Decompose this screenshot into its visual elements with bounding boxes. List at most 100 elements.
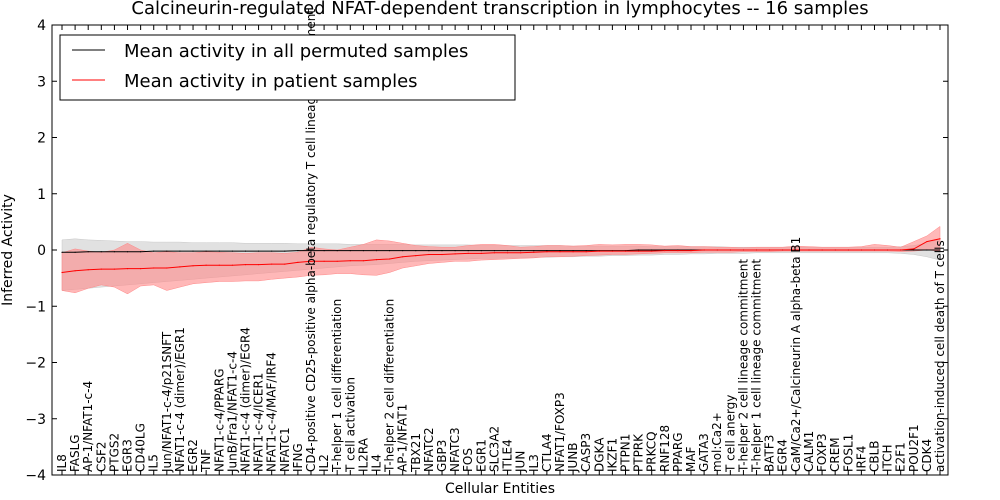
entity-label: PTPRK (632, 433, 646, 472)
entity-label: CD4-positive CD25-positive alpha-beta re… (304, 9, 318, 472)
data-point (939, 249, 941, 251)
data-point (297, 250, 299, 252)
entity-label: GATA3 (697, 433, 711, 472)
entity-label: FOSL1 (841, 434, 855, 472)
entity-label: FOXP3 (815, 433, 829, 472)
data-point (271, 263, 273, 265)
data-point (533, 250, 535, 252)
x-axis-label: Cellular Entities (445, 481, 555, 497)
data-point (244, 250, 247, 252)
y-tick-label: 1 (37, 187, 46, 203)
data-point (795, 249, 797, 251)
entity-label: DGKA (592, 437, 606, 472)
entity-label: EGR1 (474, 439, 488, 472)
entity-label: CBLB (868, 440, 882, 472)
entity-label: FOS (461, 448, 475, 472)
data-point (415, 250, 417, 252)
data-point (428, 253, 430, 256)
data-point (113, 268, 115, 270)
entity-label: NFAT1-c-4/ICER1 (252, 373, 266, 472)
data-point (572, 250, 574, 252)
entity-label: mol:Ca2+ (710, 412, 724, 472)
data-point (74, 270, 76, 272)
data-point (74, 251, 76, 253)
series-lines (61, 238, 941, 274)
data-point (323, 250, 325, 252)
y-tick-label: 4 (37, 18, 46, 34)
data-point (87, 269, 89, 271)
data-point (375, 250, 378, 252)
entity-label: POU2F1 (907, 424, 921, 472)
entity-label: JUN (514, 451, 528, 473)
entity-label: Jun/NFAT1-c-4/p21SNFT (160, 331, 174, 473)
entity-label: AP-1/NFAT1-c-4 (81, 381, 95, 472)
data-point (140, 251, 142, 253)
data-point (179, 266, 181, 268)
y-tick-label: −1 (25, 299, 46, 315)
data-point (218, 250, 220, 252)
data-point (926, 249, 928, 251)
data-point (284, 263, 286, 265)
data-point (389, 250, 391, 252)
data-point (297, 261, 299, 263)
data-point (585, 251, 587, 253)
data-point (323, 260, 325, 262)
legend: Mean activity in all permuted samplesMea… (59, 34, 516, 101)
data-point (638, 249, 640, 251)
entity-label: NFAT1-c-4/PPARG (212, 368, 226, 472)
band-patient (61, 225, 941, 295)
entity-label: CTLA4 (540, 433, 554, 472)
data-point (847, 249, 849, 251)
data-point (507, 250, 509, 252)
legend-entry: Mean activity in all permuted samples (124, 41, 468, 62)
data-point (218, 264, 220, 266)
data-point (507, 252, 509, 254)
entity-label: SLC3A2 (487, 426, 501, 472)
data-point (782, 249, 784, 251)
data-point (651, 249, 653, 251)
data-point (192, 250, 194, 252)
confidence-bands (61, 225, 941, 295)
data-point (546, 250, 548, 252)
line-patient (61, 238, 941, 273)
entity-label: IL4 (370, 454, 384, 472)
data-point (428, 250, 430, 252)
data-point (769, 249, 771, 251)
entity-label: EGR3 (121, 439, 135, 472)
entity-label: GBP3 (435, 440, 449, 472)
data-point (651, 250, 653, 252)
entity-label: CASP3 (579, 433, 593, 472)
data-point (913, 249, 915, 251)
entity-label: IFNG (291, 443, 305, 472)
data-point (153, 250, 155, 252)
entity-label: T-helper 2 cell lineage commitment (736, 259, 750, 473)
entity-label: IL2RA (356, 437, 370, 472)
entity-label: CaM/Ca2+/Calcineurin A alpha-beta B1 (789, 237, 803, 472)
entity-label: CREM (828, 437, 842, 472)
data-point (441, 253, 443, 256)
chart-title: Calcineurin-regulated NFAT-dependent tra… (131, 0, 868, 19)
data-point (258, 250, 260, 252)
data-point (244, 264, 247, 266)
data-point (126, 268, 129, 270)
entity-label: TBX21 (409, 433, 423, 473)
data-point (310, 250, 312, 252)
data-point (611, 250, 614, 252)
data-point (860, 249, 863, 251)
data-point (61, 271, 63, 274)
entity-label: TNF (199, 449, 213, 473)
data-point (402, 256, 404, 258)
data-point (61, 251, 63, 253)
data-point (808, 249, 810, 251)
data-point (887, 249, 889, 251)
entity-label: NFATC3 (448, 427, 462, 472)
entity-label: ITCH (881, 444, 895, 472)
data-point (375, 259, 378, 261)
legend-entry: Mean activity in patient samples (124, 71, 418, 92)
data-point (126, 251, 129, 253)
data-point (638, 250, 640, 252)
entity-label: CSF2 (94, 441, 108, 472)
data-point (742, 249, 745, 251)
